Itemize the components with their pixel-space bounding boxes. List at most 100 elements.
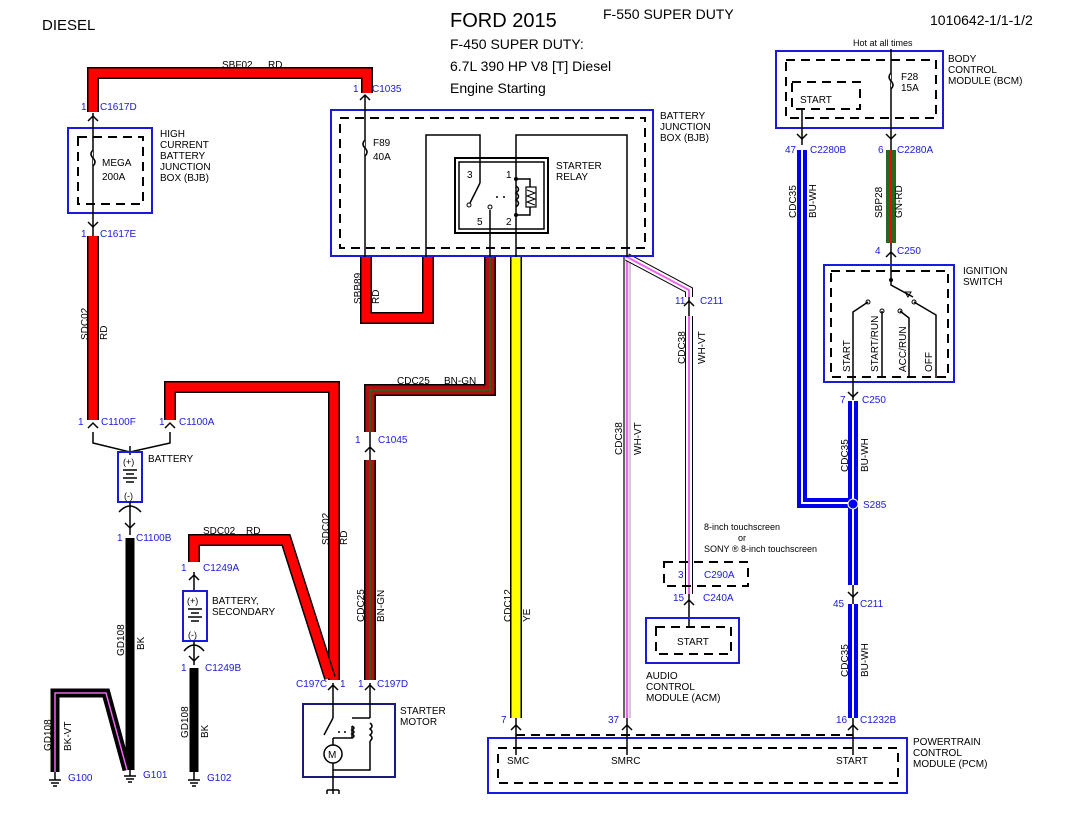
- svg-text:CONTROL: CONTROL: [646, 682, 695, 693]
- svg-text:CONTROL: CONTROL: [948, 65, 997, 76]
- powertrain-control-module: [487, 718, 908, 794]
- c290a-label: C290A: [704, 570, 735, 581]
- title-model: F-450 SUPER DUTY:: [450, 36, 584, 52]
- wire-cdc25-top-color: BN-GN: [444, 376, 476, 387]
- c250-4-pin: 4: [875, 246, 881, 257]
- ignition-switch-label: IGNITION SWITCH: [963, 266, 1007, 288]
- battery-secondary-neg: (-): [188, 630, 197, 640]
- c211-11-label: C211: [700, 296, 724, 307]
- wire-sdc02-secondary[interactable]: [188, 534, 336, 680]
- c2280b-label: C2280B: [810, 145, 846, 156]
- wire-cdc12-circuit: CDC12: [503, 589, 514, 622]
- wire-cdc38-acm-circuit: CDC38: [677, 331, 688, 364]
- wire-cdc35-a-circuit: CDC35: [788, 185, 799, 218]
- bjb-label: BATTERY JUNCTION BOX (BJB): [660, 111, 711, 144]
- wire-cdc35-b-circuit: CDC35: [840, 439, 851, 472]
- wire-gd108-a-circuit: GD108: [116, 624, 127, 656]
- battery: [92, 432, 171, 535]
- wire-gd108-c-circuit: GD108: [180, 706, 191, 738]
- c240a-pin: 15: [673, 593, 685, 604]
- c1249a-pin: 1: [181, 563, 187, 574]
- svg-text:IGNITION: IGNITION: [963, 266, 1007, 277]
- c1100b-label: C1100B: [136, 533, 172, 544]
- battery-junction-box: [330, 95, 654, 257]
- c1100f-pin: 1: [78, 417, 84, 428]
- c1249b-pin: 1: [181, 663, 187, 674]
- wire-sdc02-starter-color: RD: [339, 531, 350, 545]
- c1045-pin: 1: [355, 435, 361, 446]
- wire-cdc38-acm-color: WH-VT: [697, 331, 708, 364]
- wire-sbb89[interactable]: [360, 257, 434, 324]
- wire-sdc02-main-circuit: SDC02: [80, 307, 91, 340]
- relay-pin-3: 3: [467, 170, 473, 181]
- c1232b-label: C1232B: [860, 715, 896, 726]
- f28-fuse-label: F28: [901, 72, 919, 83]
- ground-g102-icon: [188, 772, 200, 787]
- wire-sdc02-secondary-color: RD: [246, 526, 260, 537]
- svg-text:RELAY: RELAY: [556, 172, 588, 183]
- wire-cdc38-main-circuit: CDC38: [614, 422, 625, 455]
- c1100f-label: C1100F: [101, 417, 136, 428]
- wire-cdc35-a-color: BU-WH: [808, 184, 819, 218]
- wire-cdc38-main[interactable]: [623, 253, 693, 718]
- ignition-switch: [823, 243, 955, 400]
- c197c-label: C197C: [296, 679, 327, 690]
- wire-sdc02-starter[interactable]: [164, 381, 340, 680]
- c1100b-pin: 1: [117, 533, 123, 544]
- c290a-pin: 3: [678, 570, 684, 581]
- c1100a-pin: 1: [159, 417, 165, 428]
- title-make-year: FORD 2015: [450, 10, 557, 32]
- wire-sbf02[interactable]: [87, 67, 373, 112]
- svg-text:BATTERY,: BATTERY,: [212, 596, 259, 607]
- acm-start-label: START: [677, 637, 709, 648]
- c2280a-pin: 6: [878, 145, 884, 156]
- f89-fuse-rating: 40A: [373, 152, 391, 163]
- wire-sbp28-circuit: SBP28: [874, 186, 885, 218]
- pcm-pin-smrc: SMRC: [611, 756, 640, 767]
- svg-text:MOTOR: MOTOR: [400, 717, 437, 728]
- wire-gd108-c-color: BK: [200, 724, 211, 738]
- svg-text:BOX (BJB): BOX (BJB): [660, 133, 709, 144]
- c1249b-label: C1249B: [205, 663, 241, 674]
- svg-text:JUNCTION: JUNCTION: [660, 122, 711, 133]
- relay-pin-2: 2: [506, 217, 512, 228]
- svg-text:CONTROL: CONTROL: [913, 748, 962, 759]
- fuel-type-label: DIESEL: [42, 17, 95, 34]
- wire-cdc12-color: YE: [522, 608, 533, 622]
- c1617d-pin: 1: [81, 102, 87, 113]
- svg-text:8-inch touchscreen: 8-inch touchscreen: [704, 522, 780, 532]
- battery-pos-terminal: (+): [123, 457, 134, 467]
- ignition-pos-acc-run: ACC/RUN: [898, 326, 909, 372]
- c1035-label: C1035: [372, 84, 402, 95]
- pcm-label: POWERTRAIN CONTROL MODULE (PCM): [913, 737, 987, 770]
- c250-7-pin: 7: [840, 395, 846, 406]
- ground-g102-label: G102: [207, 773, 232, 784]
- wire-gd108-bkvt[interactable]: [50, 688, 132, 772]
- battery-neg-terminal: (-): [124, 491, 133, 501]
- splice-s285[interactable]: [847, 498, 859, 510]
- high-current-bjb: [67, 113, 153, 236]
- starter-relay-label: STARTER RELAY: [556, 161, 602, 183]
- wire-cdc25[interactable]: [364, 257, 496, 680]
- svg-text:STARTER: STARTER: [556, 161, 602, 172]
- high-current-bjb-label: HIGH CURRENT BATTERY JUNCTION BOX (BJB): [160, 129, 211, 184]
- wire-cdc35-a[interactable]: [797, 150, 853, 508]
- bcm-label: BODY CONTROL MODULE (BCM): [948, 54, 1022, 87]
- f28-fuse-rating: 15A: [901, 83, 919, 94]
- wire-cdc25-top-circuit: CDC25: [397, 376, 430, 387]
- c250-7-label: C250: [862, 395, 886, 406]
- connector-arrow-icon: [87, 421, 99, 429]
- battery-secondary-label: BATTERY, SECONDARY: [212, 596, 275, 618]
- wire-sbf02-circuit: SBF02: [222, 60, 253, 71]
- svg-text:SECONDARY: SECONDARY: [212, 607, 275, 618]
- svg-text:STARTER: STARTER: [400, 706, 446, 717]
- ignition-pos-off: OFF: [924, 352, 935, 372]
- battery-secondary-pos: (+): [187, 596, 198, 606]
- ground-g100-icon: [49, 772, 61, 787]
- svg-text:SWITCH: SWITCH: [963, 277, 1002, 288]
- acm-option-note: 8-inch touchscreen or SONY ® 8-inch touc…: [704, 522, 817, 554]
- fuse-icon: [362, 139, 368, 157]
- c1249a-label: C1249A: [203, 563, 239, 574]
- c211-45-label: C211: [860, 599, 884, 610]
